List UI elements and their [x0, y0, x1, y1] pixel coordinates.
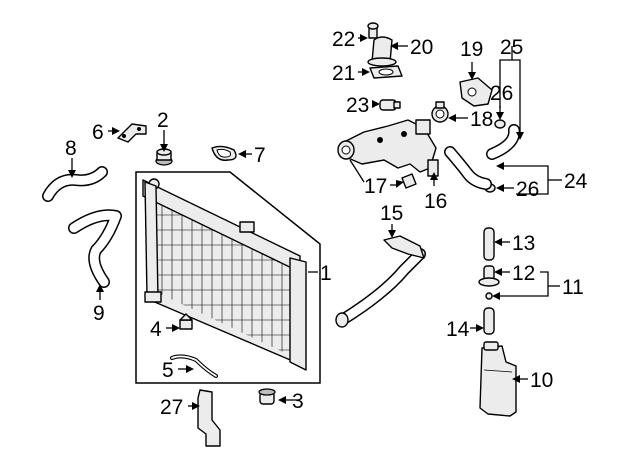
callout-25: 25 — [500, 36, 523, 59]
callout-19: 19 — [460, 38, 483, 61]
part-8-upper-hose[interactable] — [42, 166, 108, 202]
part-2-bushing[interactable] — [155, 148, 173, 166]
callout-5: 5 — [162, 359, 174, 382]
callout-2: 2 — [157, 109, 169, 132]
callout-3: 3 — [292, 390, 304, 413]
radiator[interactable] — [140, 178, 310, 371]
callout-7: 7 — [254, 144, 266, 167]
part-6-bracket[interactable] — [117, 123, 147, 143]
part-23-fitting[interactable] — [379, 99, 401, 111]
part-25-hose[interactable] — [486, 124, 521, 160]
part-21-gasket[interactable] — [369, 65, 403, 79]
callout-20: 20 — [410, 36, 433, 59]
callout-27: 27 — [160, 396, 183, 419]
part-19-thermostat-cover[interactable] — [459, 77, 493, 107]
part-27-bracket[interactable] — [197, 389, 221, 447]
callout-22: 22 — [332, 28, 355, 51]
part-15-pipe[interactable] — [335, 235, 426, 328]
part-16-water-outlet[interactable] — [337, 119, 439, 177]
callout-13: 13 — [512, 232, 535, 255]
callout-16: 16 — [424, 190, 447, 213]
part-12-cap[interactable] — [478, 265, 500, 287]
callout-labels: 1 2 3 4 5 6 7 8 9 10 11 12 13 14 15 16 1… — [65, 28, 588, 419]
part-26-clamp-upper[interactable] — [494, 119, 506, 129]
part-3-mount[interactable] — [258, 388, 276, 405]
part-18-thermostat[interactable] — [431, 101, 449, 123]
part-22-sensor[interactable] — [367, 22, 379, 39]
part-9-lower-hose[interactable] — [68, 209, 122, 288]
callout-26-lower: 26 — [516, 178, 539, 201]
callout-23: 23 — [346, 94, 369, 117]
part-17-gasket[interactable] — [401, 173, 417, 189]
callout-14: 14 — [446, 318, 470, 341]
part-24-hose[interactable] — [444, 146, 492, 190]
radiator-group-box — [135, 171, 321, 384]
callout-11: 11 — [562, 276, 584, 299]
callout-21: 21 — [332, 62, 355, 85]
part-14-tube[interactable] — [483, 307, 495, 335]
part-11-seal[interactable] — [485, 292, 493, 300]
callout-8: 8 — [65, 137, 77, 160]
leader-lines — [68, 34, 562, 410]
callout-9: 9 — [93, 302, 105, 325]
callout-4: 4 — [150, 318, 162, 341]
callout-17: 17 — [364, 175, 387, 198]
callout-18: 18 — [470, 108, 493, 131]
callout-12: 12 — [512, 262, 535, 285]
part-10-reservoir-tank[interactable] — [479, 341, 517, 417]
callout-10: 10 — [530, 369, 553, 392]
part-5-overflow-hose[interactable] — [170, 354, 218, 378]
part-20-housing[interactable] — [367, 36, 397, 67]
callout-15: 15 — [380, 202, 403, 225]
part-13-hose[interactable] — [483, 227, 495, 261]
part-4-drain-plug[interactable] — [179, 313, 193, 330]
callout-24: 24 — [564, 170, 588, 193]
callout-6: 6 — [92, 121, 104, 144]
part-7-seal[interactable] — [211, 145, 237, 161]
callout-26-upper: 26 — [490, 82, 513, 105]
callout-1: 1 — [320, 262, 332, 285]
